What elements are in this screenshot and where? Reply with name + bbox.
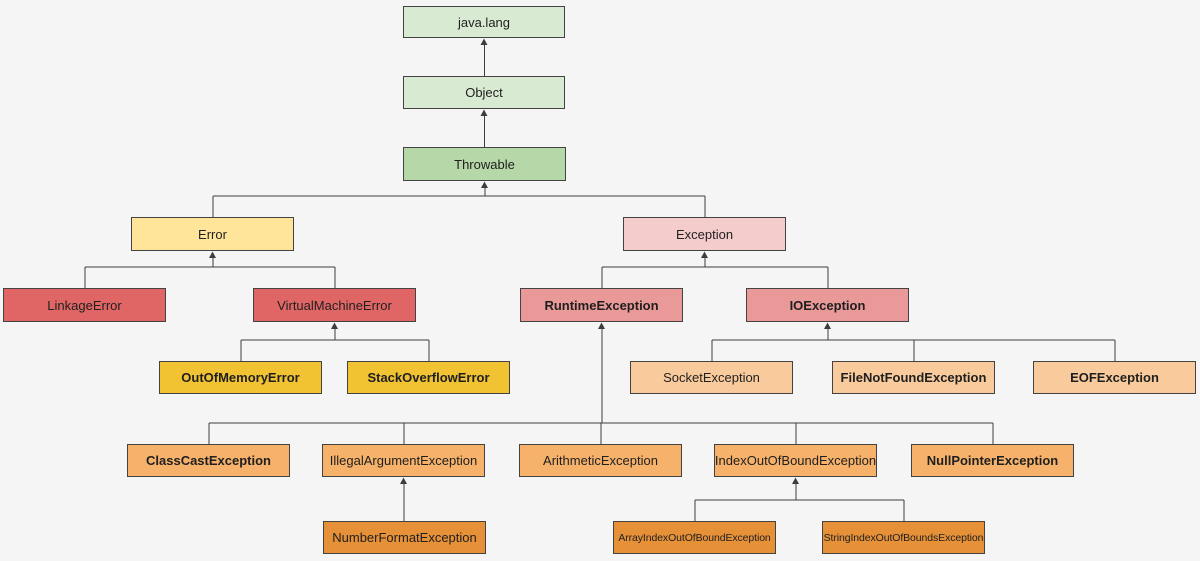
node-label: LinkageError (47, 297, 122, 313)
node-out-of-memory-error: OutOfMemoryError (159, 361, 322, 394)
node-illegal-argument-exception: IllegalArgumentException (322, 444, 485, 477)
node-object: Object (403, 76, 565, 109)
arrowhead-up-icon (331, 322, 338, 329)
node-label: OutOfMemoryError (181, 370, 300, 385)
node-label: java.lang (457, 14, 511, 30)
node-linkage-error: LinkageError (3, 288, 166, 322)
node-runtime-exception: RuntimeException (520, 288, 683, 322)
node-virtual-machine-error: VirtualMachineError (253, 288, 416, 322)
node-label: ClassCastException (146, 453, 271, 468)
node-null-pointer-exception: NullPointerException (911, 444, 1074, 477)
arrowhead-up-icon (480, 109, 488, 116)
node-exception: Exception (623, 217, 786, 251)
node-array-index-out-of-bound-exception: ArrayIndexOutOfBoundException (613, 521, 776, 554)
node-label: NullPointerException (926, 453, 1059, 468)
node-label: IOException (789, 297, 866, 313)
node-label: EOFException (1070, 370, 1159, 385)
node-label: NumberFormatException (332, 530, 477, 545)
node-label: Object (465, 85, 503, 100)
node-label: StackOverflowError (367, 370, 490, 385)
node-label: Error (198, 226, 227, 242)
arrowhead-up-icon (209, 251, 216, 258)
node-stack-overflow-error: StackOverflowError (347, 361, 510, 394)
node-socket-exception: SocketException (630, 361, 793, 394)
arrowhead-up-icon (824, 322, 831, 329)
arrowhead-up-icon (481, 181, 488, 188)
node-label: IllegalArgumentException (329, 453, 478, 468)
arrowhead-up-icon (598, 322, 605, 329)
node-file-not-found-exception: FileNotFoundException (832, 361, 995, 394)
node-label: ArithmeticException (543, 453, 658, 468)
arrowhead-up-icon (480, 38, 488, 45)
node-class-cast-exception: ClassCastException (127, 444, 290, 477)
node-label: Exception (675, 226, 734, 242)
node-label: Throwable (454, 156, 515, 172)
node-error: Error (131, 217, 294, 251)
node-label: VirtualMachineError (277, 297, 392, 313)
node-throwable: Throwable (403, 147, 566, 181)
node-string-index-out-of-bounds-exception: StringIndexOutOfBoundsException (822, 521, 985, 554)
node-number-format-exception: NumberFormatException (323, 521, 486, 554)
node-label: StringIndexOutOfBoundsException (823, 531, 984, 544)
arrowhead-up-icon (400, 477, 407, 484)
node-io-exception: IOException (746, 288, 909, 322)
arrowhead-up-icon (701, 251, 708, 258)
arrowhead-up-icon (792, 477, 799, 484)
node-eof-exception: EOFException (1033, 361, 1196, 394)
node-label: FileNotFoundException (840, 370, 987, 385)
node-label: ArrayIndexOutOfBoundException (618, 531, 771, 544)
node-index-out-of-bound-exception: IndexOutOfBoundException (714, 444, 877, 477)
node-label: RuntimeException (544, 297, 659, 313)
node-java-lang: java.lang (403, 6, 565, 38)
node-label: SocketException (663, 370, 760, 385)
node-arithmetic-exception: ArithmeticException (519, 444, 682, 477)
node-label: IndexOutOfBoundException (714, 453, 877, 468)
